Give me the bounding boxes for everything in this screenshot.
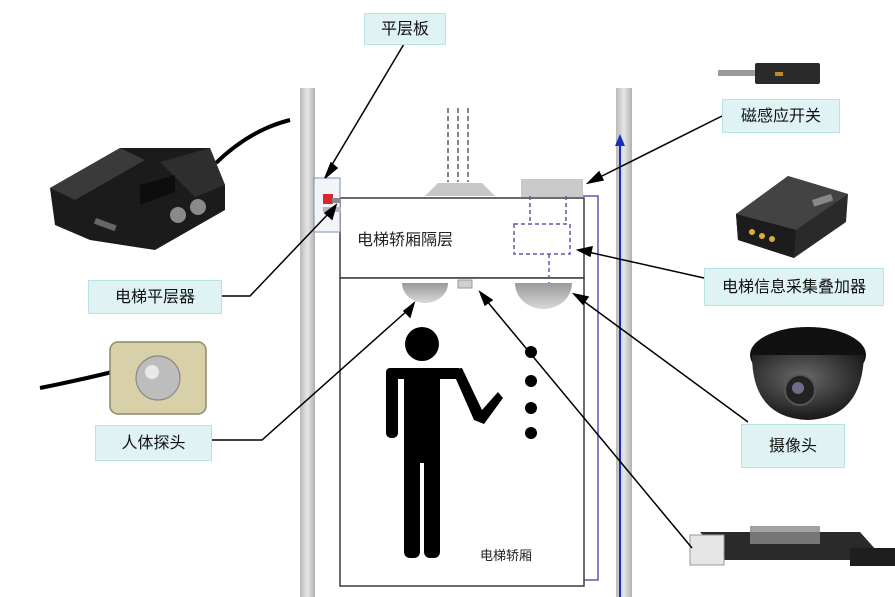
elevator-car-body xyxy=(339,277,585,587)
dome-camera-image xyxy=(750,327,866,420)
car-partition-layer xyxy=(339,197,585,279)
magnetic-switch-image xyxy=(718,63,820,84)
leveling-sensor-bar-image xyxy=(689,526,895,566)
person-figure xyxy=(386,327,503,558)
label-elevator-car: 电梯轿厢 xyxy=(480,549,533,564)
hoist-ropes xyxy=(447,108,469,182)
ceiling-lamp xyxy=(457,279,473,289)
rope-hitch-block xyxy=(425,183,495,196)
leveler-sensor-image xyxy=(50,118,291,250)
camera-dome xyxy=(515,283,572,309)
label-leveling-plate: 平层板 xyxy=(364,13,446,45)
leader-lines xyxy=(212,43,749,549)
label-info-collector: 电梯信息采集叠加器 xyxy=(704,268,884,306)
pir-sensor-image xyxy=(39,341,207,415)
roof-device-block xyxy=(521,179,583,197)
left-guide-rail xyxy=(300,88,315,597)
human-sensor-dome xyxy=(402,283,448,303)
label-magnetic-switch: 磁感应开关 xyxy=(722,99,840,133)
label-human-sensor: 人体探头 xyxy=(95,425,212,461)
call-buttons xyxy=(525,346,537,439)
label-car-partition: 电梯轿厢隔层 xyxy=(357,230,454,249)
label-camera: 摄像头 xyxy=(741,424,845,468)
collector-device-image xyxy=(736,176,848,258)
label-elevator-leveler: 电梯平层器 xyxy=(88,280,222,314)
